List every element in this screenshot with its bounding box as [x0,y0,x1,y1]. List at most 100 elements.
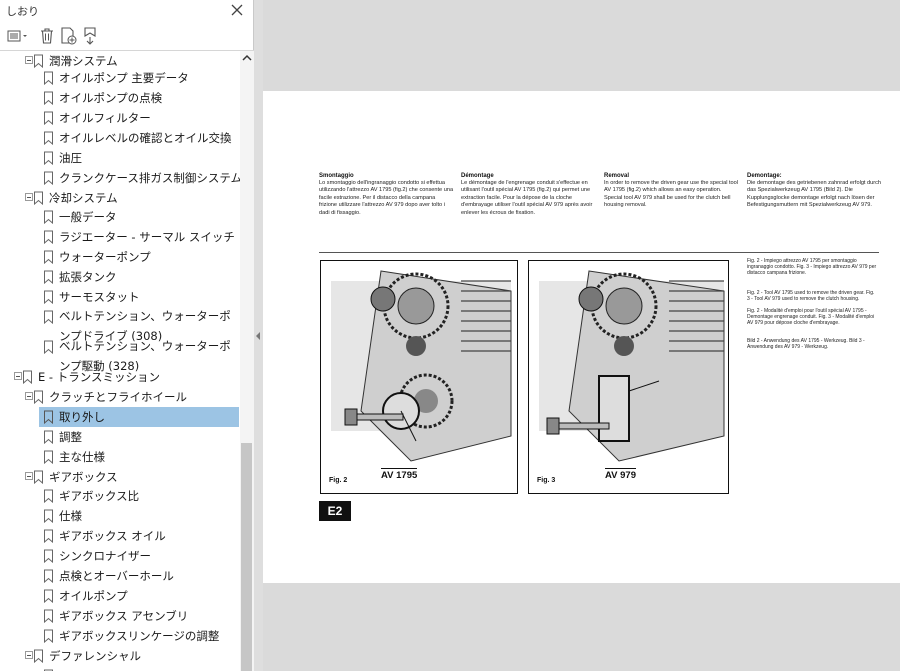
bookmark-item[interactable]: ギアボックス比 [0,486,240,506]
figure-caption: Fig. 2 - Modalité d'emploi pour l'outil … [747,308,875,327]
bookmark-label: 拡張タンク [59,270,117,284]
collapse-toggle[interactable] [25,56,33,64]
bookmark-icon [34,470,43,484]
bookmark-item[interactable]: オイルフィルター [0,108,240,128]
bookmark-gearbox[interactable]: ギアボックス [0,467,240,487]
bookmark-item[interactable]: 主な仕様 [0,447,240,467]
figure-2: Fig. 2 AV 1795 [320,260,518,494]
bookmark-icon [34,191,43,205]
column-heading: Removal [604,173,630,179]
panel-splitter[interactable] [254,0,263,671]
bookmark-item[interactable]: 拡張タンク [0,267,240,287]
collapse-toggle[interactable] [25,472,33,480]
find-bookmark-button[interactable] [81,25,101,47]
bookmark-item[interactable]: 調整 [0,427,240,447]
bookmark-label: E - トランスミッション [38,370,160,384]
column-text: Lo smontaggio dell'ingranaggio condotto … [319,180,454,216]
bookmark-label: ベルトテンション、ウォーターポンプドライブ (308) [59,309,231,343]
bookmark-label: クランクケース排ガス制御システム [59,171,240,185]
bookmark-item-partial[interactable] [0,666,240,671]
collapse-toggle[interactable] [14,372,22,380]
bookmark-label: ギアボックス比 [59,489,140,503]
close-panel-button[interactable] [228,1,246,19]
figure-label: Fig. 3 [537,477,556,484]
bookmark-item[interactable]: 油圧 [0,148,240,168]
bookmark-label: 冷却システム [49,191,118,205]
bookmark-cooling[interactable]: 冷却システム [0,188,240,208]
bookmark-item[interactable]: ギアボックス アセンブリ [0,606,240,626]
column-heading: Smontaggio [319,173,354,179]
bookmark-icon [44,310,53,324]
bookmark-icon [44,210,53,224]
collapse-left-icon[interactable] [256,332,261,340]
bookmark-label: シンクロナイザー [59,549,151,563]
column-text: Le démontage de l'engrenage conduit s'ef… [461,180,593,216]
bookmark-label: 主な仕様 [59,450,105,464]
bookmark-item[interactable]: 点検とオーバーホール [0,566,240,586]
collapse-toggle[interactable] [25,193,33,201]
bookmark-item[interactable]: ギアボックス オイル [0,526,240,546]
bookmark-label: ベルトテンション、ウォーターポンプ駆動 (328) [59,339,231,373]
scroll-thumb[interactable] [241,443,252,671]
bookmark-transmission[interactable]: E - トランスミッション [0,367,240,387]
bookmark-item[interactable]: 仕様 [0,506,240,526]
bookmark-item[interactable]: オイルポンプ 主要データ [0,68,240,88]
tool-label: AV 1795 [381,468,418,481]
bookmark-item[interactable]: ウォーターポンプ [0,247,240,267]
bookmark-label: ギアボックス アセンブリ [59,609,189,623]
tool-label: AV 979 [605,468,636,481]
bookmark-item-selected[interactable]: 取り外し [39,407,239,427]
bookmark-lubrication[interactable]: 潤滑システム [0,51,240,71]
bookmark-icon [23,370,32,384]
bookmark-icon [44,509,53,523]
bookmark-icon [34,54,43,68]
scroll-up-arrow-icon[interactable] [242,54,252,62]
figure-label: Fig. 2 [329,477,348,484]
bookmark-item[interactable]: 一般データ [0,207,240,227]
bookmark-icon [44,230,53,244]
bookmark-item[interactable]: サーモスタット [0,287,240,307]
column-heading: Demontage: [747,173,782,179]
trash-icon [41,28,53,44]
collapse-toggle[interactable] [25,651,33,659]
bookmark-differential[interactable]: デファレンシャル [0,646,240,666]
bookmark-item[interactable]: オイルレベルの確認とオイル交換 [0,128,240,148]
panel-header: しおり [0,0,254,20]
bookmark-item[interactable]: オイルポンプの点検 [0,88,240,108]
bookmark-item[interactable]: オイルポンプ [0,586,240,606]
bookmark-item[interactable]: クランクケース排ガス制御システム [0,168,240,188]
new-bookmark-button[interactable] [59,25,79,47]
bookmarks-panel: しおり [0,0,254,671]
delete-bookmark-button[interactable] [38,25,56,47]
column-text: Die demontage des getriebenen zahnrad er… [747,180,882,209]
bookmark-label: ラジエーター - サーマル スイッチ [59,230,235,244]
bookmark-icon [44,430,53,444]
bookmark-icon [44,609,53,623]
gearbox-illustration [539,270,725,462]
bookmark-item[interactable]: ベルトテンション、ウォーターポンプ駆動 (328) [0,337,240,377]
bookmark-item[interactable]: ラジエーター - サーマル スイッチ [0,227,240,247]
bookmark-icon [44,629,53,643]
figure-caption: Fig. 2 - Impiego attrezzo AV 1795 per sm… [747,258,877,277]
bookmarks-scrollbar[interactable] [240,51,254,671]
bookmark-icon [44,71,53,85]
bookmark-clutch-flywheel[interactable]: クラッチとフライホイール [0,387,240,407]
bookmark-icon [44,589,53,603]
collapse-toggle[interactable] [25,392,33,400]
bookmark-label: 仕様 [59,509,82,523]
bookmark-item[interactable]: ベルトテンション、ウォーターポンプドライブ (308) [0,307,240,347]
bookmark-icon [44,91,53,105]
bookmark-label: クラッチとフライホイール [49,390,187,404]
bookmark-item[interactable]: ギアボックスリンケージの調整 [0,626,240,646]
options-menu-icon [7,30,27,42]
options-menu-button[interactable] [6,25,30,47]
bookmark-label: オイルポンプ 主要データ [59,71,189,85]
bookmark-icon [44,171,53,185]
bookmark-label: 点検とオーバーホール [59,569,174,583]
document-view[interactable]: Smontaggio Lo smontaggio dell'ingranaggi… [263,0,900,671]
bookmark-label: ギアボックス オイル [59,529,166,543]
new-bookmark-icon [61,27,77,45]
gearbox-illustration [331,270,512,462]
bookmark-icon [44,250,53,264]
bookmark-item[interactable]: シンクロナイザー [0,546,240,566]
